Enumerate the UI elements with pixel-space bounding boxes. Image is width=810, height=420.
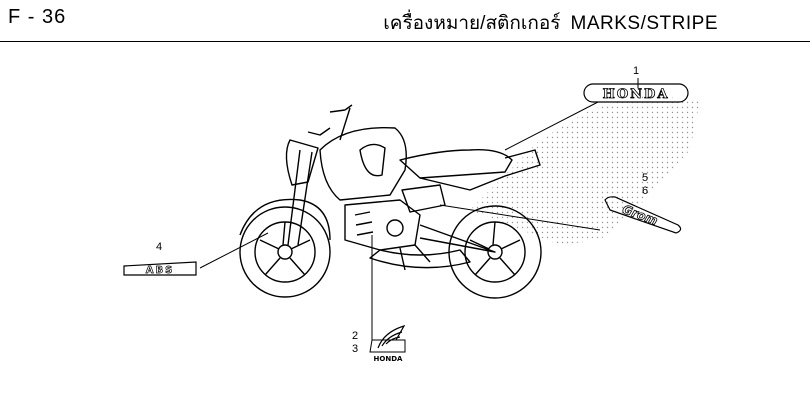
honda-logo-text: HONDA	[603, 87, 670, 102]
callout-1: 1	[633, 65, 640, 77]
leader-5-6	[439, 204, 601, 231]
grom-logo-text: Grom	[620, 202, 659, 228]
leader-4	[199, 232, 269, 269]
abs-logo-text: ABS	[146, 265, 175, 276]
callout-5: 5	[642, 172, 649, 184]
callout-2: 2	[352, 330, 359, 342]
callout-4: 4	[156, 241, 163, 253]
callout-6: 6	[642, 185, 649, 197]
page-title: เครื่องหมาย/สติกเกอร์ MARKS/STRIPE	[383, 8, 718, 38]
title-english: MARKS/STRIPE	[570, 13, 718, 34]
title-thai: เครื่องหมาย/สติกเกอร์	[383, 13, 561, 34]
header-rule	[0, 41, 810, 42]
motorcycle-illustration	[239, 104, 542, 299]
leader-1	[504, 101, 599, 151]
page-code: F - 36	[8, 6, 67, 28]
dotted-wing-artwork	[470, 95, 700, 245]
wing-text: HONDA	[374, 355, 403, 363]
decal-honda-wing: HONDA	[369, 324, 406, 363]
decal-abs-logo: ABS	[123, 261, 197, 276]
leader-lines	[199, 78, 639, 340]
callout-3: 3	[352, 343, 359, 355]
decal-honda-logo: HONDA	[583, 83, 689, 103]
